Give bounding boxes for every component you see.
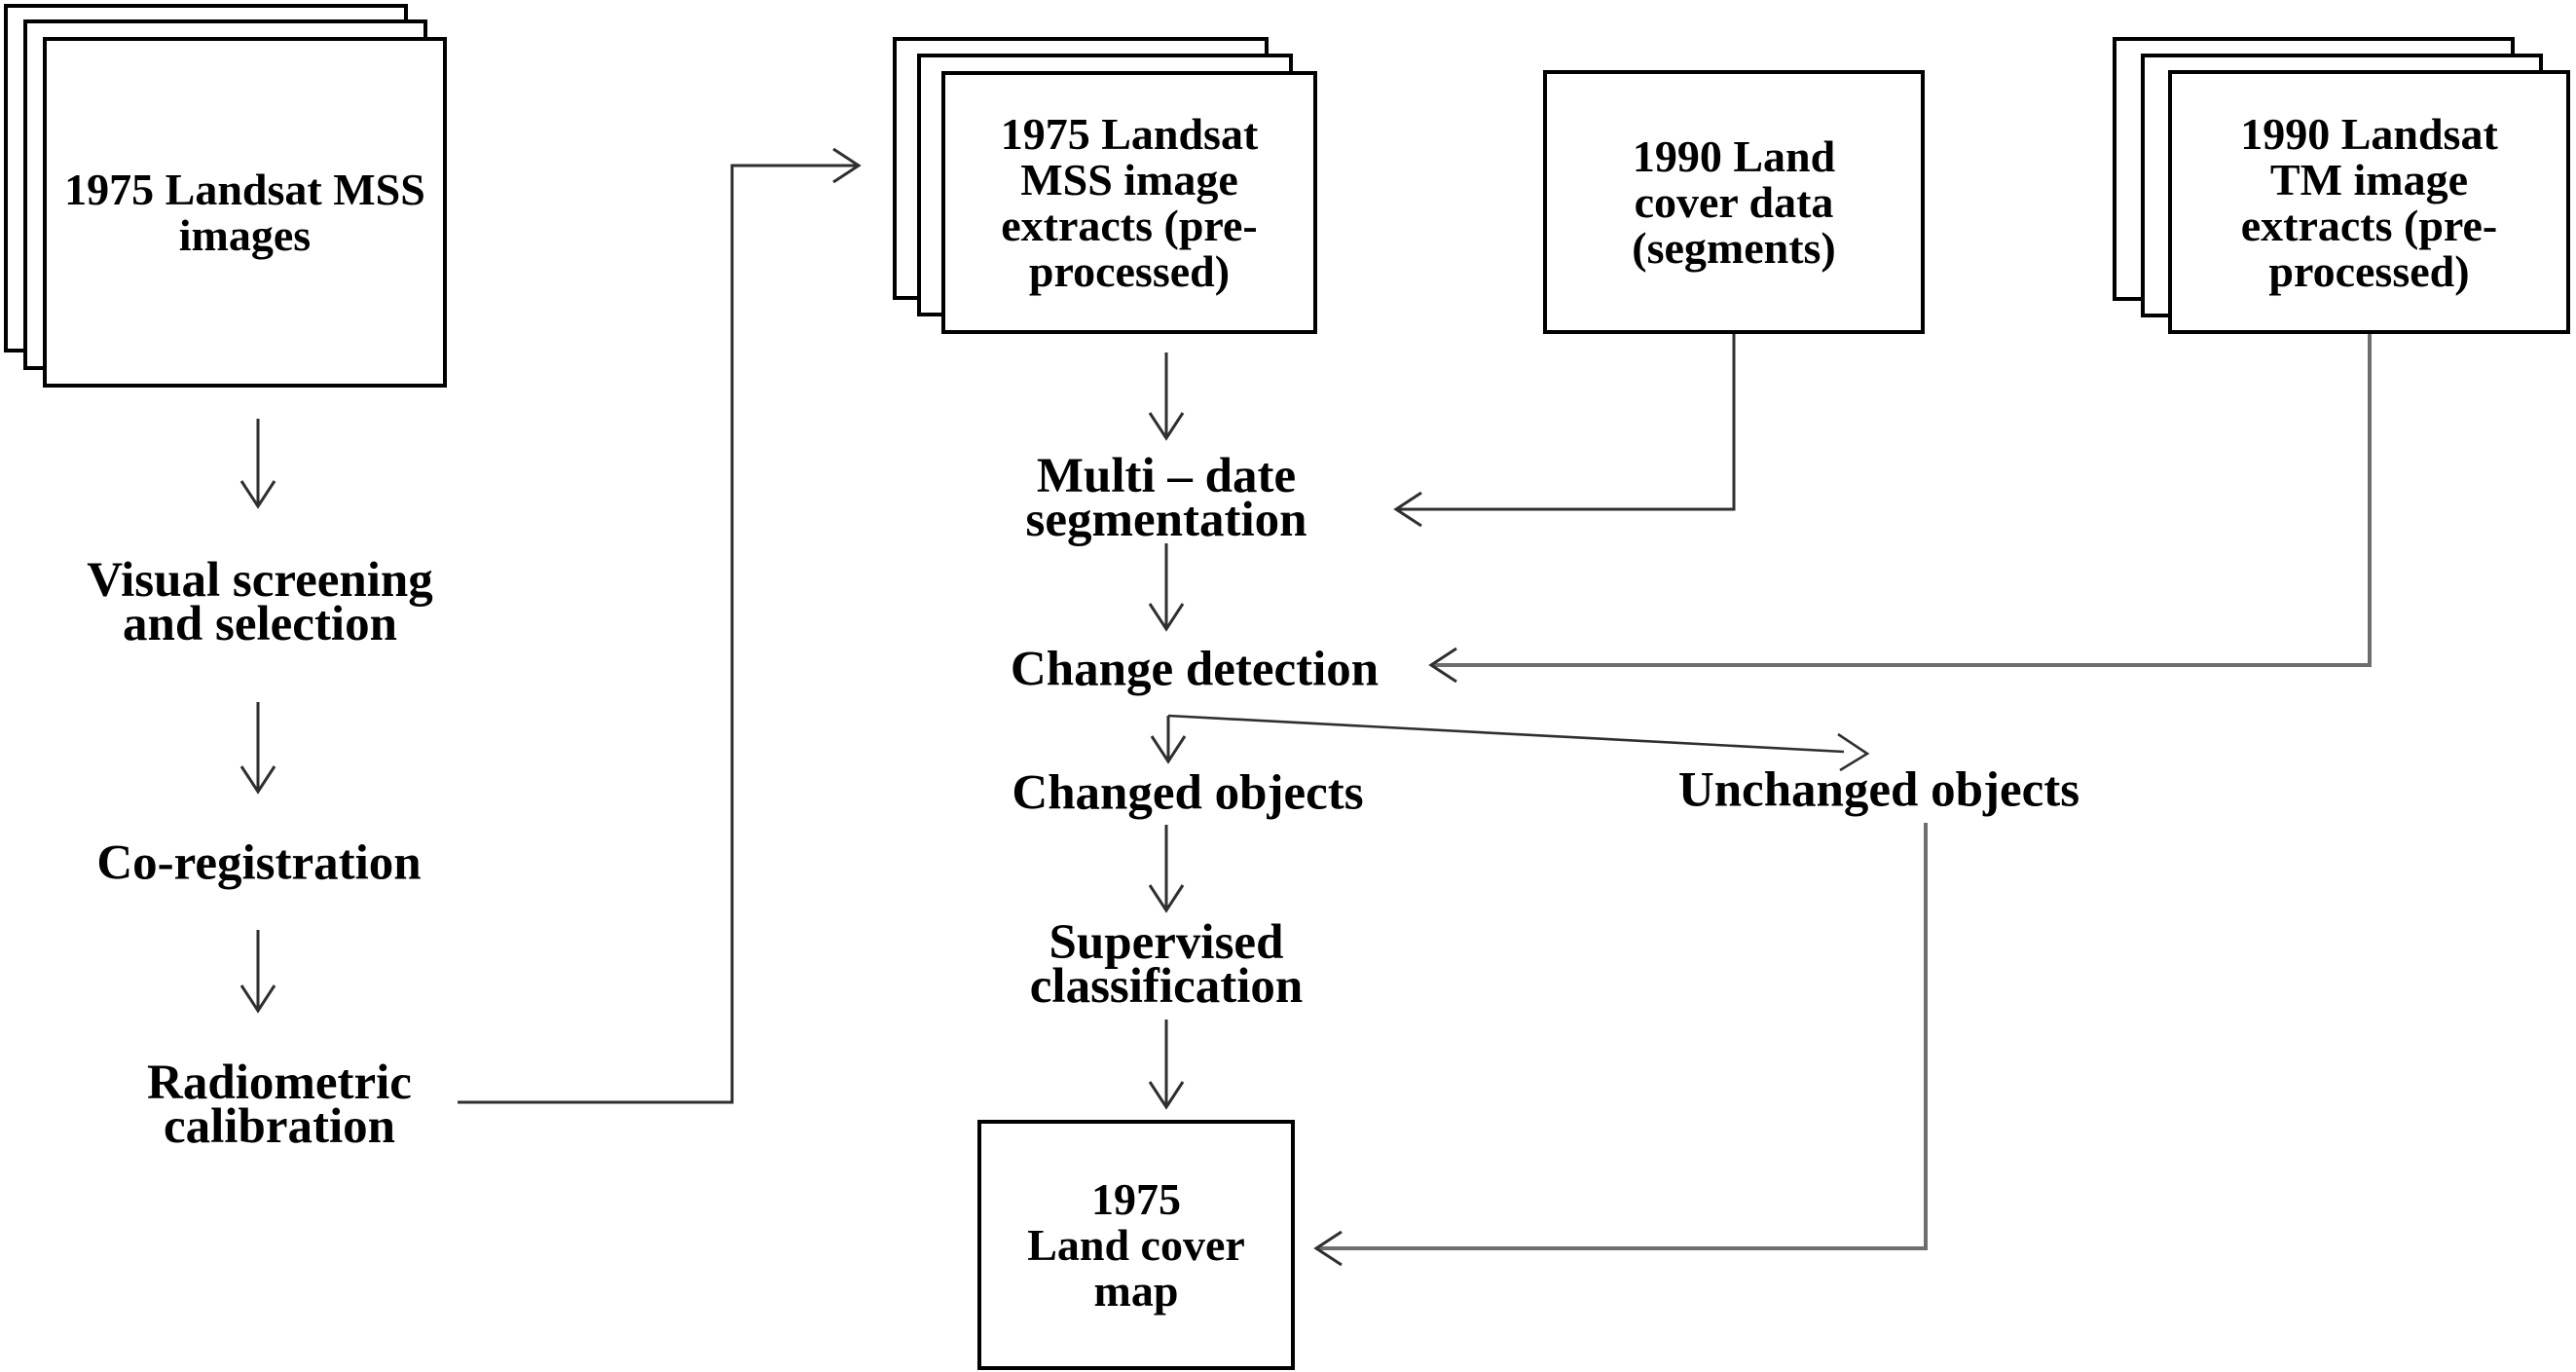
node-unchanged-objects: Unchanged objects: [1677, 762, 2080, 818]
node-label: 1975 Land cover map: [1027, 1174, 1245, 1316]
arrow-land-cover-1990-to-multi-date: [1393, 334, 1736, 528]
arrow-visual-screening-to-co-registration: [239, 702, 276, 795]
arrow-change-detection-to-unchanged-objects: [1167, 714, 1870, 772]
node-land-cover-map: 1975 Land cover map: [977, 1120, 1295, 1370]
stack-sheet-front: 1975 Landsat MSS images: [43, 37, 447, 388]
node-land-cover-1990: 1990 Land cover data (segments): [1543, 70, 1925, 334]
arrow-supervised-to-land-cover-map: [1148, 1020, 1185, 1110]
node-supervised-classification: Supervised classification: [1029, 915, 1304, 1014]
arrow-tm-extracts-to-change-detection: [1428, 334, 2372, 684]
arrow-change-detection-to-changed-objects: [1150, 716, 1187, 764]
node-radiometric-calibration: Radiometric calibration: [147, 1056, 412, 1154]
node-multi-date-segmentation: Multi – date segmentation: [1025, 449, 1307, 547]
stack-sheet-front: 1990 Landsat TM image extracts (pre- pro…: [2168, 70, 2570, 334]
arrow-co-registration-to-radiometric: [239, 930, 276, 1014]
node-visual-screening: Visual screening and selection: [87, 553, 433, 651]
arrow-unchanged-objects-to-land-cover-map: [1313, 823, 1928, 1267]
node-changed-objects: Changed objects: [1012, 765, 1364, 821]
node-co-registration: Co-registration: [96, 835, 422, 891]
node-label: 1975 Landsat MSS image extracts (pre- pr…: [1000, 109, 1259, 296]
node-label: 1990 Land cover data (segments): [1632, 131, 1836, 273]
stack-sheet-front: 1975 Landsat MSS image extracts (pre- pr…: [941, 71, 1317, 334]
arrow-mss-images-to-visual-screening: [239, 419, 276, 509]
arrow-radiometric-to-mss-extracts: [458, 147, 862, 1104]
arrow-mss-extracts-to-multi-date: [1148, 352, 1185, 441]
node-label: 1975 Landsat MSS images: [64, 165, 425, 260]
node-label: 1990 Landsat TM image extracts (pre- pro…: [2240, 108, 2498, 296]
arrow-multi-date-to-change-detection: [1148, 543, 1185, 632]
node-change-detection: Change detection: [1010, 642, 1380, 697]
arrow-changed-objects-to-supervised: [1148, 825, 1185, 913]
